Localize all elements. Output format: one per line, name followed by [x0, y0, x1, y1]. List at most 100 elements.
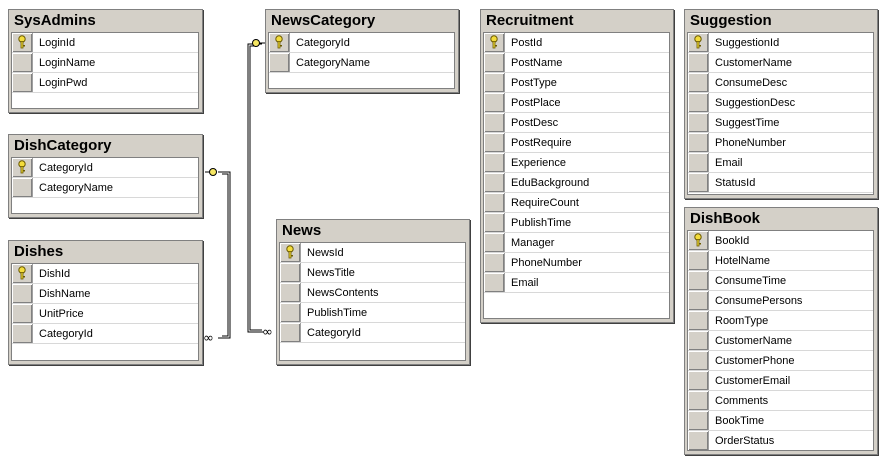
column-row[interactable]: LoginId — [12, 33, 198, 53]
column-row[interactable]: Comments — [688, 391, 873, 411]
table-title: DishCategory — [14, 137, 112, 154]
column-name: CategoryName — [296, 56, 370, 69]
column-name: PhoneNumber — [715, 136, 786, 149]
primary-key-icon — [275, 35, 283, 49]
table-newscategory[interactable]: NewsCategory CategoryId CategoryName — [265, 9, 459, 93]
column-row[interactable]: CategoryName — [269, 53, 454, 73]
column-name: Manager — [511, 236, 555, 249]
column-row[interactable]: CategoryId — [12, 324, 198, 344]
column-row[interactable]: EduBackground — [484, 173, 669, 193]
table-title: Dishes — [14, 243, 64, 260]
column-name: ConsumePersons — [715, 294, 803, 307]
column-row[interactable]: Manager — [484, 233, 669, 253]
column-row[interactable]: RoomType — [688, 311, 873, 331]
column-name: PostRequire — [511, 136, 572, 149]
column-row[interactable]: CategoryName — [12, 178, 198, 198]
column-row[interactable]: CustomerName — [688, 53, 873, 73]
relationship-news-newscategory[interactable]: ∞ — [247, 39, 273, 341]
column-row[interactable]: PhoneNumber — [688, 133, 873, 153]
column-name: CustomerEmail — [715, 374, 791, 387]
column-name: OrderStatus — [715, 434, 775, 447]
column-row[interactable]: OrderStatus — [688, 431, 873, 450]
primary-key-end-icon — [205, 168, 217, 176]
table-sysadmins[interactable]: SysAdmins LoginId LoginName LoginPwd — [8, 9, 203, 113]
column-grid: BookId HotelName ConsumeTime ConsumePers… — [687, 230, 874, 451]
column-row[interactable]: Email — [688, 153, 873, 173]
column-row[interactable]: SuggestionDesc — [688, 93, 873, 113]
table-dishes[interactable]: Dishes DishId DishName UnitPrice Categor… — [8, 240, 203, 365]
column-row[interactable]: NewsId — [280, 243, 465, 263]
column-row[interactable]: CustomerEmail — [688, 371, 873, 391]
table-title: SysAdmins — [14, 12, 96, 29]
primary-key-icon — [694, 35, 702, 49]
column-name: LoginPwd — [39, 76, 88, 89]
column-row[interactable]: PhoneNumber — [484, 253, 669, 273]
column-row[interactable]: CustomerName — [688, 331, 873, 351]
column-name: Email — [715, 156, 743, 169]
column-row[interactable]: PostDesc — [484, 113, 669, 133]
column-row[interactable]: PostPlace — [484, 93, 669, 113]
table-title: Suggestion — [690, 12, 772, 29]
table-recruitment[interactable]: Recruitment PostId PostName PostType Pos… — [480, 9, 674, 323]
column-row[interactable]: PublishTime — [484, 213, 669, 233]
column-row[interactable]: NewsTitle — [280, 263, 465, 283]
column-name: PostPlace — [511, 96, 561, 109]
column-row[interactable]: UnitPrice — [12, 304, 198, 324]
column-name: PhoneNumber — [511, 256, 582, 269]
column-row[interactable]: Experience — [484, 153, 669, 173]
column-row[interactable]: Email — [484, 273, 669, 293]
column-name: PostType — [511, 76, 557, 89]
column-row[interactable]: CategoryId — [12, 158, 198, 178]
column-row[interactable]: ConsumeTime — [688, 271, 873, 291]
column-grid: CategoryId CategoryName — [11, 157, 199, 214]
table-dishcategory[interactable]: DishCategory CategoryId CategoryName — [8, 134, 203, 218]
column-name: NewsId — [307, 246, 344, 259]
column-row[interactable]: ConsumeDesc — [688, 73, 873, 93]
column-row[interactable]: DishName — [12, 284, 198, 304]
column-grid: DishId DishName UnitPrice CategoryId — [11, 263, 199, 361]
column-row[interactable]: PostId — [484, 33, 669, 53]
column-row[interactable]: CategoryId — [280, 323, 465, 343]
table-suggestion[interactable]: Suggestion SuggestionId CustomerName Con… — [684, 9, 878, 199]
column-row[interactable]: BookTime — [688, 411, 873, 431]
primary-key-end-icon — [252, 39, 266, 47]
column-row[interactable]: CategoryId — [269, 33, 454, 53]
table-title: NewsCategory — [271, 12, 376, 29]
column-name: PublishTime — [307, 306, 368, 319]
column-row[interactable]: StatusId — [688, 173, 873, 193]
column-name: PostId — [511, 36, 543, 49]
column-row[interactable]: ConsumePersons — [688, 291, 873, 311]
column-row[interactable]: PostRequire — [484, 133, 669, 153]
column-name: CategoryId — [39, 327, 93, 340]
table-dishbook[interactable]: DishBook BookId HotelName ConsumeTime Co… — [684, 207, 878, 455]
column-name: CustomerName — [715, 56, 793, 69]
column-name: HotelName — [715, 254, 771, 267]
infinity-end-icon: ∞ — [262, 325, 273, 340]
column-name: DishId — [39, 267, 71, 280]
column-grid: CategoryId CategoryName — [268, 32, 455, 89]
column-row[interactable]: DishId — [12, 264, 198, 284]
column-row[interactable]: PostName — [484, 53, 669, 73]
column-row[interactable]: LoginPwd — [12, 73, 198, 93]
column-row[interactable]: NewsContents — [280, 283, 465, 303]
column-name: BookId — [715, 234, 750, 247]
column-name: CustomerName — [715, 334, 793, 347]
primary-key-icon — [18, 266, 26, 280]
column-row[interactable]: SuggestTime — [688, 113, 873, 133]
infinity-end-icon: ∞ — [203, 331, 214, 346]
column-name: DishName — [39, 287, 91, 300]
column-row[interactable]: PublishTime — [280, 303, 465, 323]
column-name: RequireCount — [511, 196, 579, 209]
table-news[interactable]: News NewsId NewsTitle NewsContents Publi… — [276, 219, 470, 365]
column-row[interactable]: SuggestionId — [688, 33, 873, 53]
relationship-dishes-dishcategory[interactable]: ∞ — [203, 168, 231, 347]
column-row[interactable]: LoginName — [12, 53, 198, 73]
column-name: ConsumeDesc — [715, 76, 788, 89]
column-name: SuggestionDesc — [715, 96, 796, 109]
column-row[interactable]: RequireCount — [484, 193, 669, 213]
column-row[interactable]: PostType — [484, 73, 669, 93]
column-row[interactable]: HotelName — [688, 251, 873, 271]
column-row[interactable]: CustomerPhone — [688, 351, 873, 371]
column-name: SuggestionId — [715, 36, 780, 49]
column-row[interactable]: BookId — [688, 231, 873, 251]
